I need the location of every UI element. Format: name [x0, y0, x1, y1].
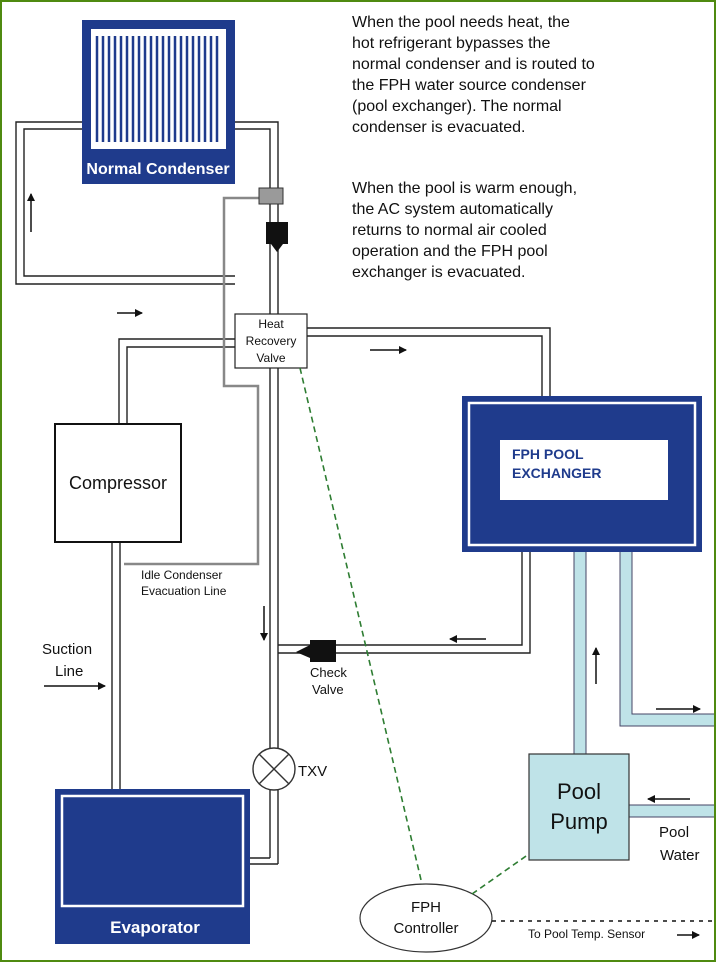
note-heating: When the pool needs heat, the hot refrig…	[352, 14, 595, 136]
hrv-label-1: Heat	[258, 317, 284, 331]
service-valve	[258, 187, 284, 205]
pool-water-label-1: Pool	[659, 824, 689, 841]
pipe-to-exchanger-outer	[307, 327, 551, 396]
controller-label-1: FPH	[411, 899, 441, 916]
compressor: Compressor	[54, 423, 182, 543]
pool-pump: Pool Pump	[528, 753, 630, 861]
pipe-discharge-outer	[118, 338, 235, 424]
exchanger-label-2: EXCHANGER	[512, 465, 601, 481]
suction-line-label-2: Line	[55, 663, 83, 680]
normal-condenser: Normal Condenser	[82, 20, 235, 184]
evaporator: Evaporator	[55, 789, 250, 944]
pool-pump-label-1: Pool	[557, 779, 601, 804]
pipe-to-exchanger-inner	[307, 335, 543, 396]
exchanger-label-1: FPH POOL	[512, 446, 584, 462]
idle-condenser-label-1: Idle Condenser	[141, 568, 222, 582]
pipe-condenser-outlet-outer	[235, 121, 279, 314]
pipe-condenser-outlet-inner	[235, 128, 271, 314]
solenoid-valve-tip	[271, 244, 283, 252]
flow-arrows	[27, 193, 701, 939]
condenser-fins	[95, 36, 219, 142]
idle-condenser-label-2: Evacuation Line	[141, 584, 227, 598]
pool-pipe-water-in	[627, 804, 714, 818]
txv-valve: TXV	[252, 747, 327, 791]
temp-sensor-label: To Pool Temp. Sensor	[528, 927, 645, 941]
pipe-condenser-return-inner	[23, 128, 235, 277]
refrigerant-piping	[15, 121, 551, 865]
fph-pool-exchanger: FPH POOL EXCHANGER	[462, 396, 702, 552]
pool-pipe-exchanger-out	[619, 549, 714, 727]
compressor-label: Compressor	[69, 473, 167, 493]
check-valve-label-1: Check	[310, 665, 347, 680]
note-warm: When the pool is warm enough, the AC sys…	[352, 180, 578, 281]
txv-label: TXV	[298, 763, 327, 780]
check-valve-label-2: Valve	[312, 682, 344, 697]
controller-signal-links	[299, 367, 530, 895]
link-controller-hrv	[299, 367, 423, 885]
pipe-exchanger-return-outer	[322, 552, 531, 654]
solenoid-valve	[266, 222, 288, 244]
normal-condenser-label: Normal Condenser	[86, 161, 229, 178]
check-valve: Check Valve	[296, 640, 347, 697]
pipe-discharge-inner	[126, 346, 235, 424]
hrv-label-3: Valve	[256, 351, 285, 365]
pool-pipe-pump-up	[573, 549, 587, 755]
pool-pump-label-2: Pump	[550, 809, 607, 834]
evaporator-label: Evaporator	[110, 918, 200, 937]
pool-water-piping	[573, 549, 714, 818]
suction-line-label-1: Suction	[42, 641, 92, 658]
fph-controller: FPH Controller	[359, 883, 493, 953]
hrv-label-2: Recovery	[246, 334, 297, 348]
idle-condenser-evacuation-line	[124, 196, 261, 566]
link-controller-pump	[471, 853, 530, 895]
controller-label-2: Controller	[393, 920, 458, 937]
pool-water-label-2: Water	[660, 847, 699, 864]
heat-recovery-valve: Heat Recovery Valve	[234, 313, 308, 369]
pipe-exchanger-return-inner	[322, 552, 523, 646]
pipe-condenser-return-outer	[15, 121, 235, 285]
